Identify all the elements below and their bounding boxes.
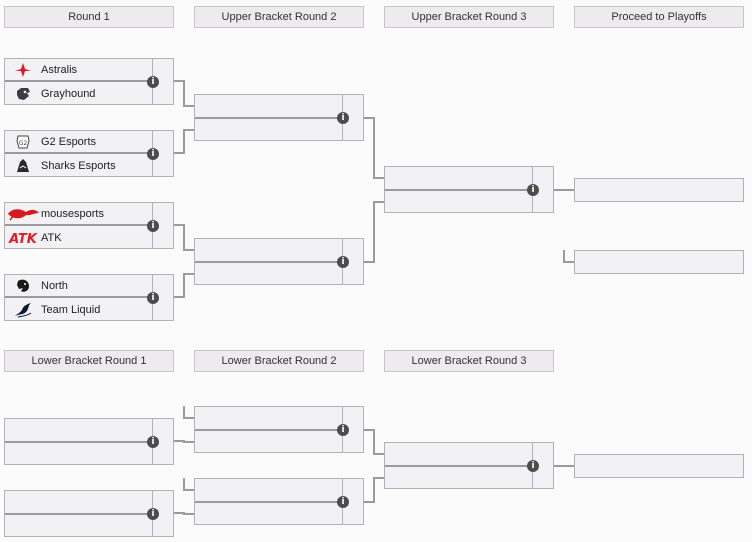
header-lower-bracket-round-1: Lower Bracket Round 1 — [4, 350, 174, 372]
north-logo-icon — [5, 277, 41, 295]
team-row-g2-esports[interactable]: G2 G2 Esports — [5, 131, 153, 154]
match-info-icon[interactable]: i — [147, 148, 159, 160]
svg-text:ATK: ATK — [8, 232, 38, 245]
liquid-logo-icon — [5, 301, 41, 319]
team-name: Team Liquid — [41, 303, 101, 316]
match-ubr2-2[interactable]: i — [194, 238, 364, 285]
match-divider — [385, 189, 533, 191]
header-upper-bracket-round-2: Upper Bracket Round 2 — [194, 6, 364, 28]
match-info-icon[interactable]: i — [337, 496, 349, 508]
g2-logo-icon: G2 — [5, 133, 41, 151]
match-info-icon[interactable]: i — [337, 424, 349, 436]
team-row-astralis[interactable]: Astralis — [5, 59, 153, 82]
team-name: mousesports — [41, 207, 104, 220]
match-info-icon[interactable]: i — [147, 292, 159, 304]
match-info-icon[interactable]: i — [147, 220, 159, 232]
astralis-logo-icon — [5, 61, 41, 79]
header-round-1: Round 1 — [4, 6, 174, 28]
match-divider — [195, 117, 343, 119]
match-divider — [195, 429, 343, 431]
match-lbr1-1[interactable]: i — [4, 418, 174, 465]
grayhound-logo-icon — [5, 85, 41, 103]
match-ubr2-1[interactable]: i — [194, 94, 364, 141]
match-ubr3-1[interactable]: i — [384, 166, 554, 213]
team-name: Astralis — [41, 63, 78, 76]
match-divider — [195, 501, 343, 503]
team-row-north[interactable]: North — [5, 275, 153, 298]
mousesports-logo-icon — [5, 205, 41, 223]
match-divider — [195, 261, 343, 263]
match-info-icon[interactable]: i — [337, 256, 349, 268]
match-lbr1-2[interactable]: i — [4, 490, 174, 537]
match-info-icon[interactable]: i — [527, 184, 539, 196]
playoff-slot-1[interactable] — [574, 178, 744, 202]
match-lbr3-1[interactable]: i — [384, 442, 554, 489]
match-info-icon[interactable]: i — [527, 460, 539, 472]
header-proceed-to-playoffs: Proceed to Playoffs — [574, 6, 744, 28]
svg-text:G2: G2 — [19, 140, 28, 147]
team-row-mousesports[interactable]: mousesports — [5, 203, 153, 226]
match-info-icon[interactable]: i — [337, 112, 349, 124]
team-name: ATK — [41, 231, 62, 244]
match-info-icon[interactable]: i — [147, 508, 159, 520]
header-upper-bracket-round-3: Upper Bracket Round 3 — [384, 6, 554, 28]
team-name: Grayhound — [41, 87, 96, 100]
sharks-logo-icon — [5, 157, 41, 175]
team-row-grayhound[interactable]: Grayhound — [5, 82, 153, 105]
team-name: North — [41, 279, 68, 292]
team-row-team-liquid[interactable]: Team Liquid — [5, 298, 153, 321]
match-divider — [385, 465, 533, 467]
match-divider — [5, 441, 153, 443]
playoff-slot-2[interactable] — [574, 250, 744, 274]
header-lower-bracket-round-3: Lower Bracket Round 3 — [384, 350, 554, 372]
team-name: G2 Esports — [41, 135, 97, 148]
match-round1-1: Astralis Grayhound i — [4, 58, 174, 105]
team-row-sharks-esports[interactable]: Sharks Esports — [5, 154, 153, 177]
match-round1-2: G2 G2 Esports Sharks Esports i — [4, 130, 174, 177]
playoff-slot-3[interactable] — [574, 454, 744, 478]
match-lbr2-2[interactable]: i — [194, 478, 364, 525]
match-info-icon[interactable]: i — [147, 436, 159, 448]
header-lower-bracket-round-2: Lower Bracket Round 2 — [194, 350, 364, 372]
atk-logo-icon: ATK — [5, 229, 41, 247]
match-info-icon[interactable]: i — [147, 76, 159, 88]
match-lbr2-1[interactable]: i — [194, 406, 364, 453]
team-name: Sharks Esports — [41, 159, 116, 172]
match-divider — [5, 513, 153, 515]
team-row-atk[interactable]: ATK ATK — [5, 226, 153, 249]
match-round1-4: North Team Liquid i — [4, 274, 174, 321]
match-round1-3: mousesports ATK ATK i — [4, 202, 174, 249]
